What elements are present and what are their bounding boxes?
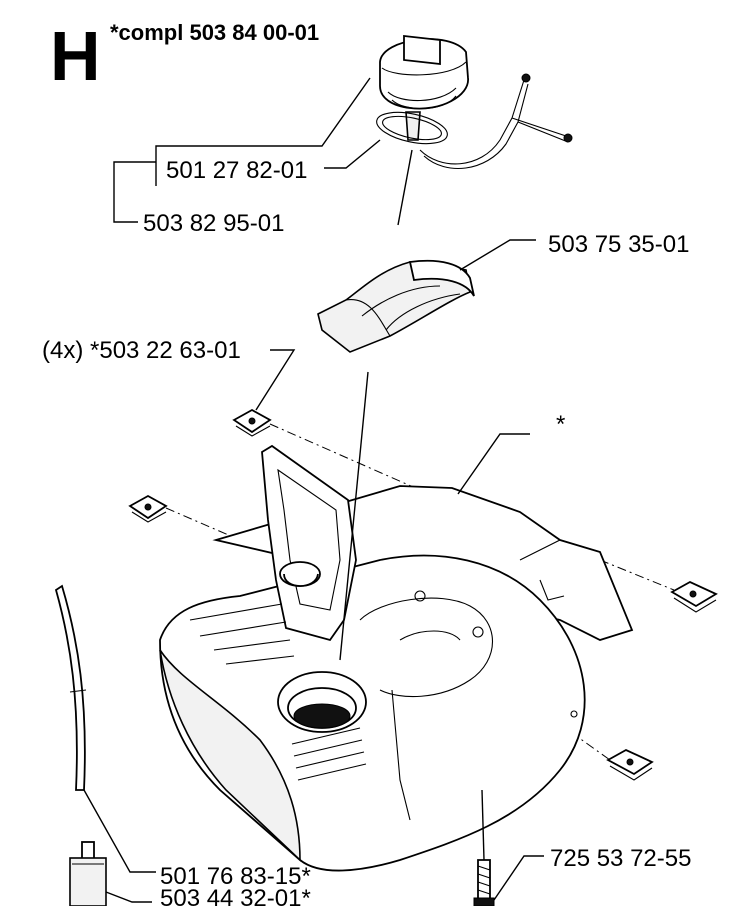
leader-baffle (459, 239, 536, 271)
damper-1[interactable] (232, 408, 272, 437)
damper-3[interactable] (670, 580, 718, 613)
callout-vibration-damper: (4x) *503 22 63-01 (42, 337, 241, 364)
leader-gasket (324, 139, 381, 169)
leader-damper (255, 349, 296, 411)
damper-4[interactable] (606, 748, 654, 781)
leader-housing (457, 433, 530, 495)
callout-fuel-filter: 503 44 32-01* (160, 885, 311, 906)
callout-fuel-cap-gasket: 501 27 82-01 (166, 157, 307, 184)
screw-drawing[interactable] (473, 789, 495, 907)
fuel-hose-drawing[interactable] (54, 584, 87, 791)
assembly-label: *compl 503 84 00-01 (110, 20, 319, 45)
fuel-cap-drawing[interactable] (379, 34, 469, 141)
fuel-filter-drawing[interactable] (69, 841, 107, 907)
leader-cap (155, 77, 371, 186)
gasket-ring-drawing[interactable] (374, 107, 450, 149)
callout-fuel-hose: 501 76 83-15* (160, 863, 311, 890)
tank-housing-drawing[interactable] (159, 444, 634, 872)
callout-tank-housing: * (556, 411, 565, 438)
bracket-cap-assembly (113, 161, 156, 223)
leader-fuel-hose (83, 789, 156, 873)
air-baffle-drawing[interactable] (317, 259, 475, 353)
leader-screw (493, 855, 544, 901)
callout-air-baffle: 503 75 35-01 (548, 231, 689, 258)
leader-fuel-filter (105, 891, 152, 903)
section-letter: H (50, 17, 101, 95)
tether-drawing[interactable] (419, 73, 573, 169)
callout-fuel-cap-assembly: 503 82 95-01 (143, 210, 284, 237)
damper-2[interactable] (128, 494, 168, 523)
callout-screw: 725 53 72-55 (550, 845, 691, 872)
